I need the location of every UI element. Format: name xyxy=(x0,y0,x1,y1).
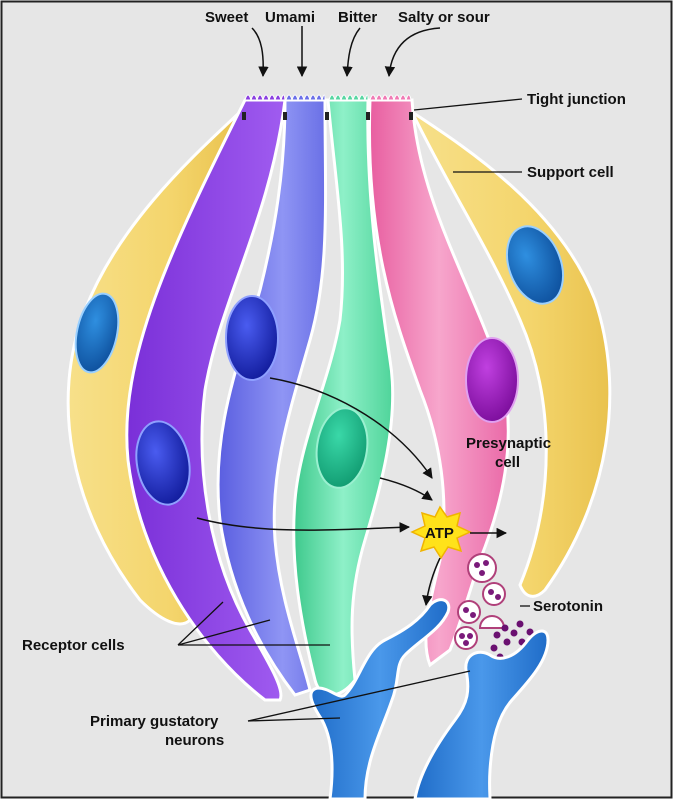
neurons-label-line2: neurons xyxy=(165,732,224,749)
presynaptic-cell-label-line2: cell xyxy=(495,454,520,471)
support-cell-label: Support cell xyxy=(527,164,614,181)
receptor-cells-label: Receptor cells xyxy=(22,637,125,654)
neurons-label-line1: Primary gustatory xyxy=(90,713,219,730)
sweet-label: Sweet xyxy=(205,9,248,26)
salty-or-sour-label: Salty or sour xyxy=(398,9,490,26)
bitter-label: Bitter xyxy=(338,9,377,26)
serotonin-label: Serotonin xyxy=(533,598,603,615)
umami-label: Umami xyxy=(265,9,315,26)
tight-junction-label: Tight junction xyxy=(527,91,626,108)
umami-nucleus xyxy=(226,296,278,380)
presynaptic-cell-label-line1: Presynaptic xyxy=(466,435,551,452)
atp-label: ATP xyxy=(425,525,454,542)
presynaptic-nucleus xyxy=(466,338,518,422)
